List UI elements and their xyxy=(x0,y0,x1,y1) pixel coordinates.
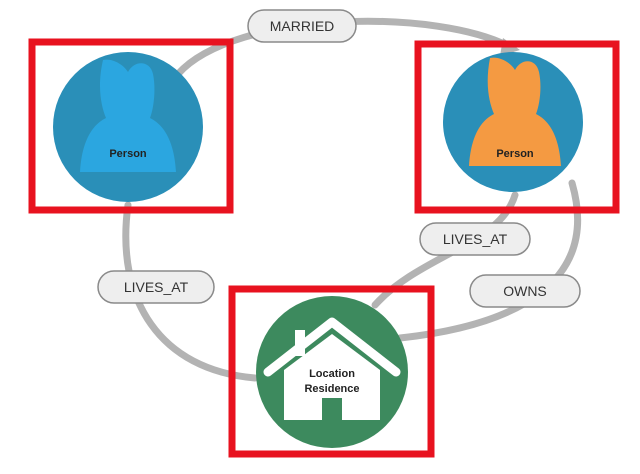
highlight-box-location xyxy=(228,285,435,458)
node-person-right[interactable]: Person xyxy=(443,52,583,192)
edge-lives-at-left[interactable] xyxy=(122,201,259,382)
person-left-icon xyxy=(80,59,176,173)
highlight-box-person-left xyxy=(28,38,234,214)
edge-label-owns[interactable]: OWNS xyxy=(469,274,581,308)
house-icon xyxy=(263,317,401,420)
edge-label-married[interactable]: MARRIED xyxy=(247,9,357,43)
node-person-right-label: Person xyxy=(496,148,534,160)
person-right-icon xyxy=(469,57,561,167)
edge-label-lives-at-left-text: LIVES_AT xyxy=(124,279,189,295)
node-location-label-line2: Residence xyxy=(304,383,359,395)
node-location-label-line1: Location xyxy=(309,368,355,380)
node-person-left[interactable]: Person xyxy=(53,52,203,202)
node-person-left-label: Person xyxy=(109,148,147,160)
edge-owns[interactable] xyxy=(396,179,581,342)
edge-label-lives-at-right[interactable]: LIVES_AT xyxy=(419,222,531,256)
edge-label-owns-text: OWNS xyxy=(503,283,547,299)
edge-label-lives-at-right-text: LIVES_AT xyxy=(443,231,508,247)
edge-label-married-text: MARRIED xyxy=(270,18,335,34)
node-location[interactable]: Location Residence xyxy=(256,296,408,448)
highlight-box-person-right xyxy=(414,40,620,214)
edge-label-lives-at-left[interactable]: LIVES_AT xyxy=(97,270,215,304)
